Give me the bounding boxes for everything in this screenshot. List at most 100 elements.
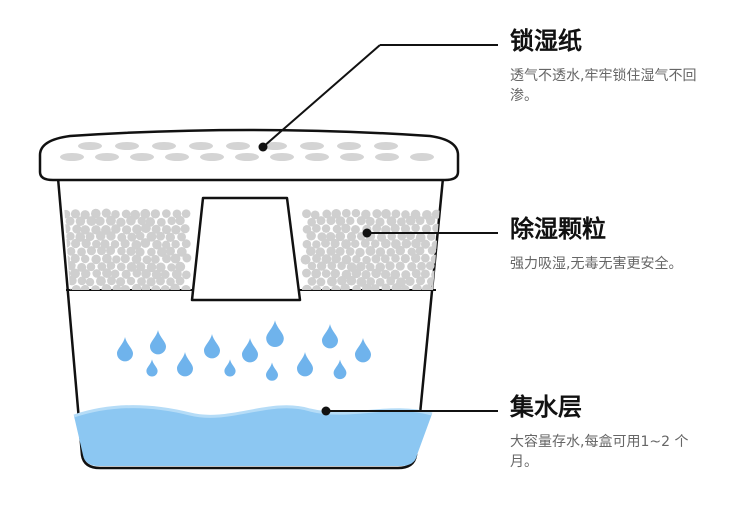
bead (316, 277, 326, 287)
lid-dot (130, 153, 154, 161)
bead (411, 223, 420, 233)
bead (107, 276, 116, 286)
bead (101, 284, 112, 290)
lid-dot (337, 142, 361, 150)
bead (91, 285, 100, 290)
bead (141, 284, 151, 290)
bead (387, 232, 396, 241)
bead (146, 277, 156, 287)
bead (306, 230, 316, 241)
bead (400, 253, 410, 264)
bead (75, 216, 86, 227)
water-drop (204, 334, 220, 359)
bead (140, 238, 151, 248)
bead (311, 223, 321, 233)
bead (175, 276, 185, 286)
bead (331, 285, 341, 290)
bead (140, 208, 151, 219)
bead (411, 268, 421, 279)
bead (321, 285, 331, 290)
center-wick (190, 196, 302, 302)
lid-dot (78, 142, 102, 150)
bead (106, 231, 116, 241)
bead (352, 284, 361, 290)
bead (90, 208, 101, 219)
bead (121, 269, 131, 279)
bead (417, 261, 426, 271)
bead (177, 232, 187, 242)
bead (381, 283, 391, 290)
label-title: 锁湿纸 (510, 27, 582, 55)
bead (370, 239, 380, 248)
water-drops (117, 320, 371, 381)
bead (181, 239, 191, 249)
bead (386, 276, 396, 286)
water-layer (74, 406, 432, 466)
bead (101, 253, 112, 264)
bead (326, 231, 336, 242)
bead (102, 268, 112, 279)
bead (171, 239, 180, 249)
bead (341, 208, 351, 218)
bead (321, 254, 332, 264)
bead (341, 223, 351, 234)
bead (401, 238, 412, 249)
bead (167, 216, 176, 226)
bead (401, 270, 411, 280)
bead (166, 277, 175, 287)
bead (95, 276, 106, 287)
bead (302, 268, 311, 278)
bead (365, 262, 375, 272)
bead (137, 277, 146, 286)
bead (300, 254, 311, 265)
bead (330, 268, 340, 279)
bead (71, 284, 81, 290)
bead (380, 269, 391, 280)
bead (346, 275, 357, 286)
bead (337, 275, 347, 286)
bead (335, 246, 345, 256)
bead (181, 284, 191, 290)
bead (307, 261, 317, 271)
bead (326, 276, 337, 287)
bead (411, 238, 421, 249)
bead (361, 209, 371, 220)
bead (77, 247, 86, 257)
bead (156, 231, 166, 241)
bead (171, 224, 181, 235)
bead (150, 209, 161, 219)
bead (426, 232, 436, 241)
lid-dot (200, 153, 224, 161)
bead (115, 277, 126, 287)
bead (135, 231, 145, 241)
bead (156, 262, 166, 273)
bead (356, 277, 367, 287)
water-drop (224, 359, 236, 377)
bead (91, 254, 101, 265)
bead (131, 240, 142, 250)
bead (127, 232, 137, 242)
label-water-layer: 集水层 大容量存水,每盒可用1~2 个月。 (510, 393, 740, 472)
bead (132, 268, 142, 278)
bead (352, 254, 361, 264)
bead (180, 224, 190, 234)
lid-dot (226, 142, 250, 150)
bead (117, 246, 126, 256)
bead (341, 239, 352, 250)
bead (111, 224, 121, 234)
lid-dot (375, 153, 399, 161)
bead (321, 269, 331, 278)
label-description: 强力吸湿,无毒无害更安全。 (510, 255, 683, 272)
bead (401, 210, 410, 219)
bead (85, 277, 95, 287)
bead (305, 246, 316, 257)
water-drop (150, 330, 166, 355)
lid-dot (300, 142, 324, 150)
bead (175, 215, 185, 226)
bead (126, 246, 136, 257)
leader-line-beads (362, 228, 498, 238)
bead (316, 216, 326, 226)
bead (96, 246, 107, 256)
bead (126, 262, 137, 272)
